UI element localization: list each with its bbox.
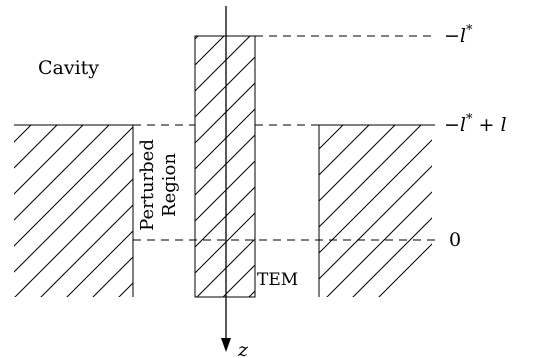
right-wall (318, 124, 432, 297)
central-rod (194, 35, 256, 298)
label-zero: 0 (449, 229, 461, 251)
tem-label: TEM (257, 270, 298, 290)
cavity-label: Cavity (38, 57, 99, 79)
axis-label-z: z (237, 339, 249, 358)
perturbed-region-label: Perturbed Region (137, 139, 180, 231)
perturbed-label-line1: Perturbed (137, 139, 158, 231)
label-minus-lstar-plus-l: −l* + l (444, 112, 507, 136)
z-axis-arrowhead (221, 338, 231, 352)
left-wall (14, 124, 134, 297)
perturbed-label-line2: Region (159, 153, 180, 217)
label-minus-lstar: −l* (444, 23, 473, 47)
dashed-lines (133, 35, 435, 241)
z-axis (221, 6, 231, 352)
